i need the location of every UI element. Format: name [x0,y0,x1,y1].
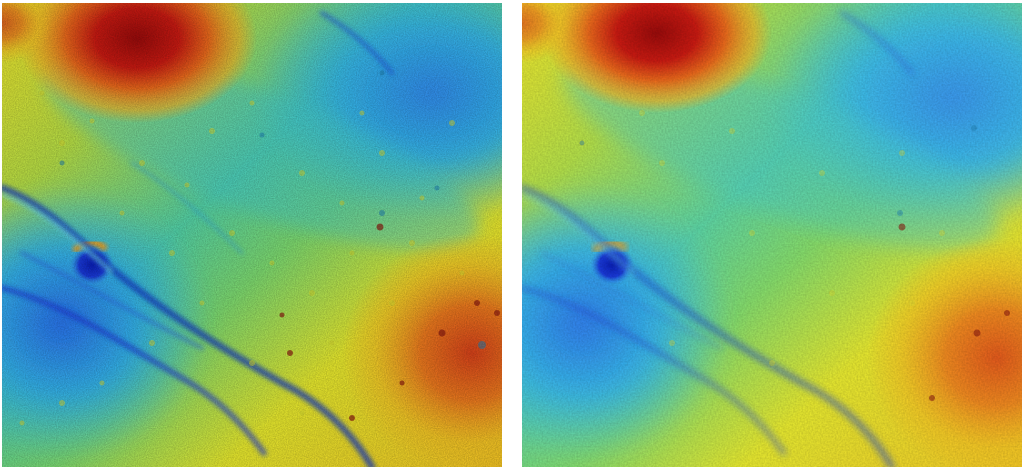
terrain-map-right [522,3,1022,467]
terrain-panel-right [522,3,1022,467]
terrain-grain [522,3,1022,467]
terrain-panel-left [2,3,502,467]
terrain-grain [2,3,502,467]
terrain-map-left [2,3,502,467]
